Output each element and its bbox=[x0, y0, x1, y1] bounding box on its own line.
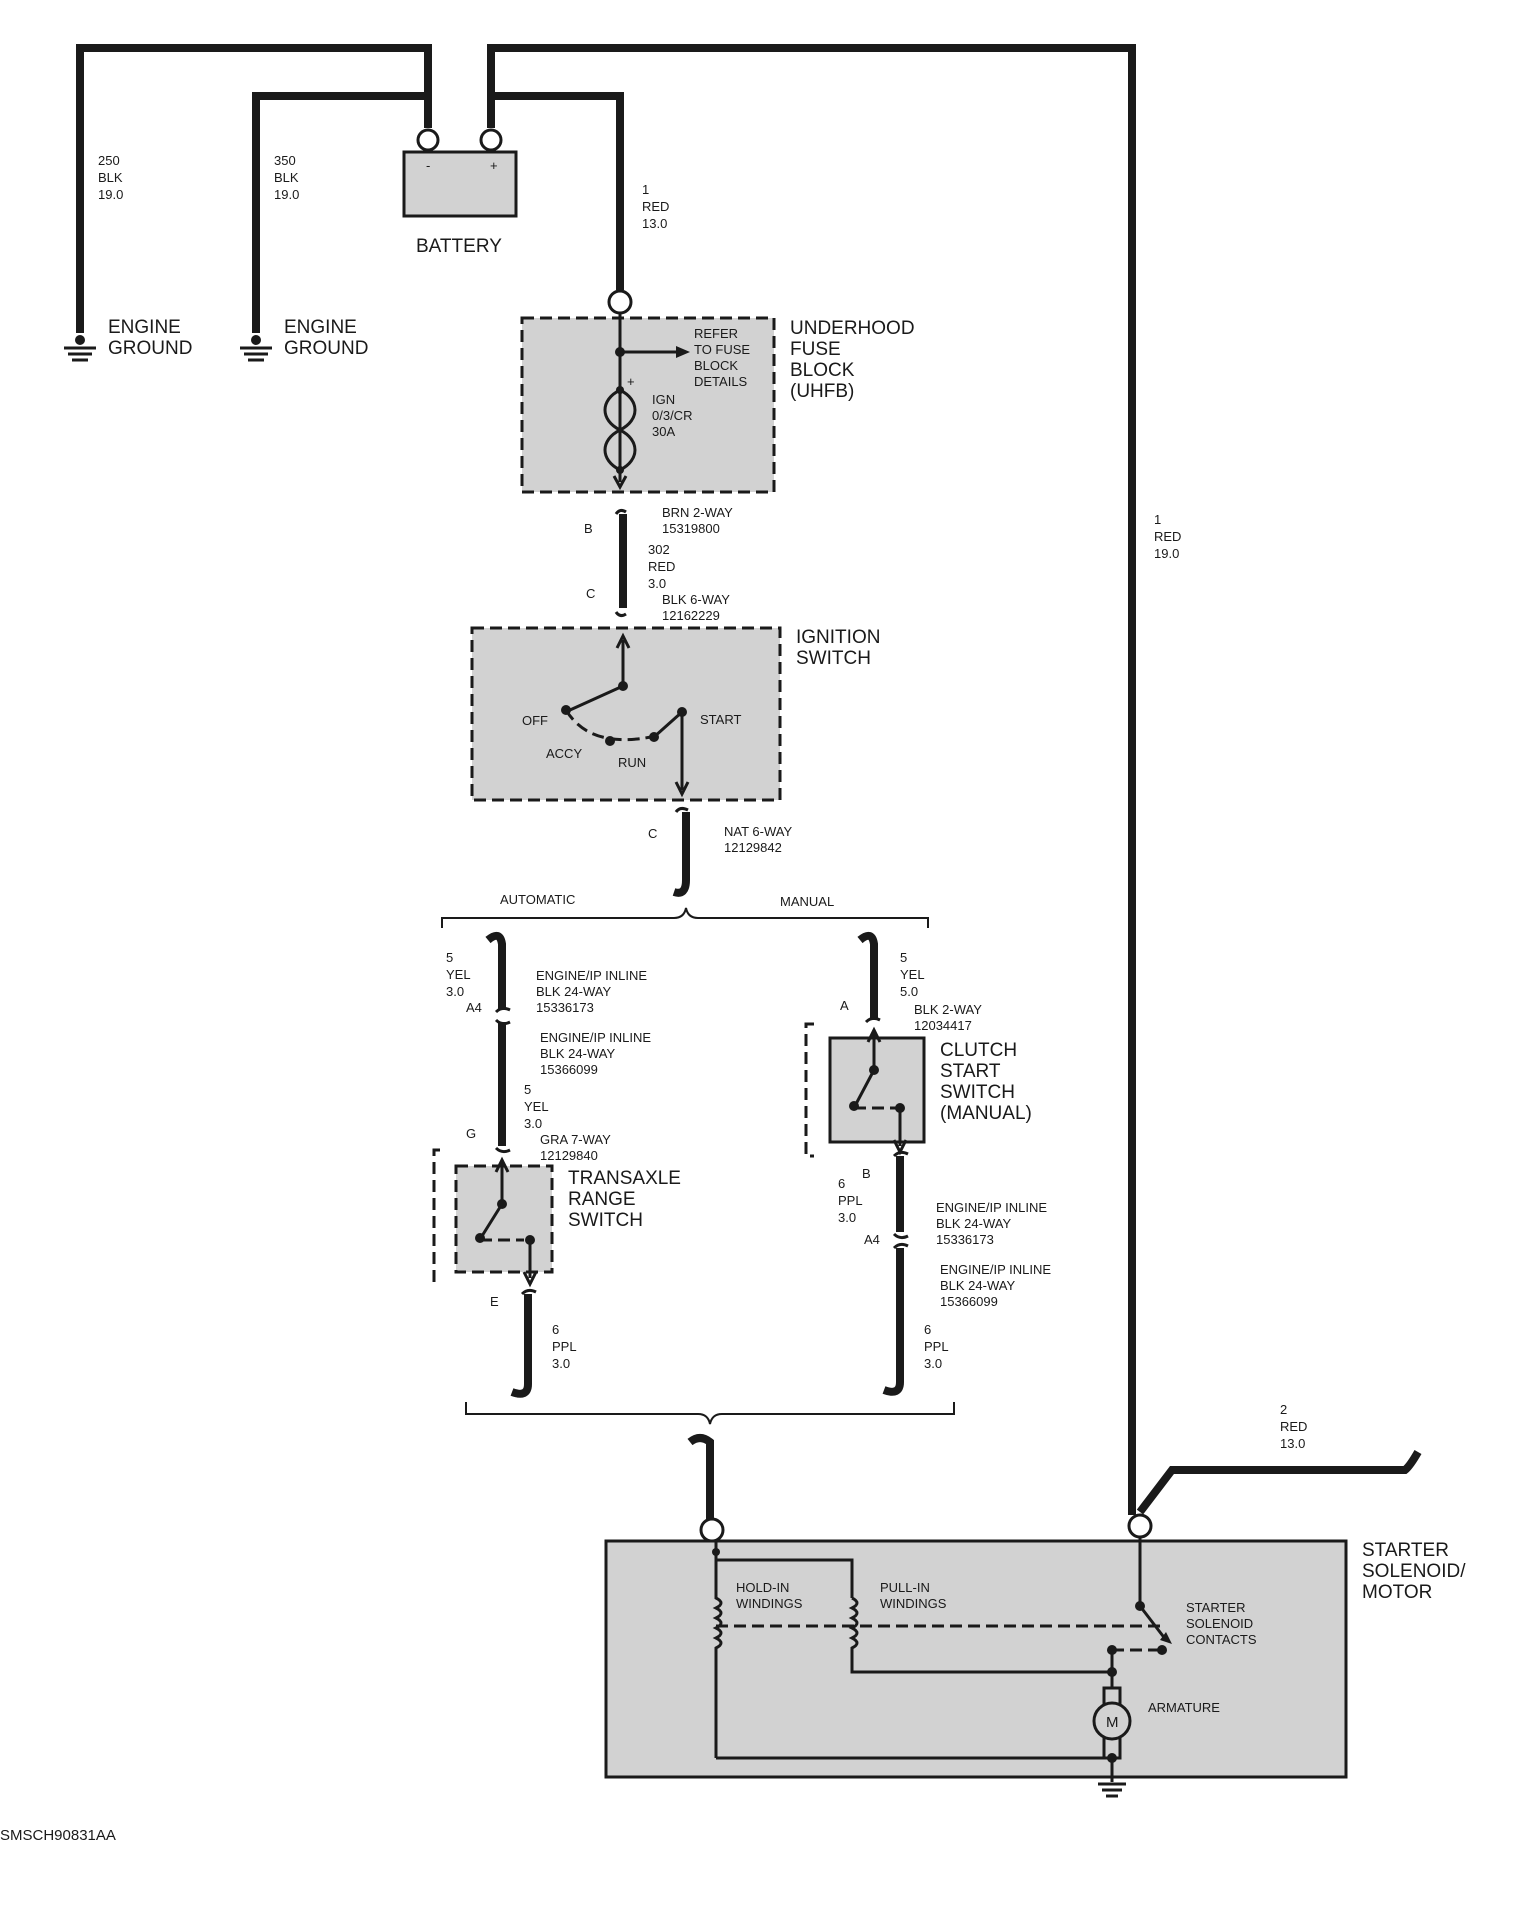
auto-wire-bottom bbox=[510, 1294, 532, 1398]
ignition-switch-title: IGNITION SWITCH bbox=[796, 627, 886, 669]
auto-inline-1-pin: A4 bbox=[466, 1000, 482, 1015]
pull-in-windings-label: PULL-IN WINDINGS bbox=[880, 1580, 947, 1611]
engine-ground-mid-icon bbox=[240, 335, 272, 362]
ign-pos-off: OFF bbox=[522, 713, 548, 728]
manual-conn-a-pin: A bbox=[840, 998, 849, 1013]
engine-ground-left-icon bbox=[64, 335, 96, 362]
wire-250-ground bbox=[76, 44, 432, 333]
branch-automatic-label: AUTOMATIC bbox=[500, 892, 575, 907]
connector-c-bottom-desc: NAT 6-WAY 12129842 bbox=[724, 824, 796, 855]
engine-ground-left-label: ENGINE GROUND bbox=[108, 317, 192, 359]
clutch-start-switch bbox=[828, 1036, 926, 1144]
starter-ground-icon bbox=[1098, 1782, 1126, 1798]
manual-wire-mid-label: 6 PPL 3.0 bbox=[838, 1176, 866, 1225]
auto-conn-g: GRA 7-WAY 12129840 bbox=[540, 1132, 614, 1163]
wire-1-red-19 bbox=[487, 44, 1136, 1515]
hold-in-coil-icon bbox=[712, 1560, 723, 1758]
auto-conn-g-pin: G bbox=[466, 1126, 476, 1141]
wire-to-starter-s bbox=[687, 1434, 714, 1520]
connector-b-pin: B bbox=[584, 521, 593, 536]
battery-positive-terminal bbox=[479, 128, 503, 152]
fuse-ign-label: IGN 0/3/CR 30A bbox=[652, 392, 696, 439]
auto-wire-top-label: 5 YEL 3.0 bbox=[446, 950, 474, 999]
auto-wire-top bbox=[485, 931, 506, 1010]
ign-pos-run: RUN bbox=[618, 755, 646, 770]
pull-in-coil-icon bbox=[848, 1596, 1112, 1674]
figure-id: SMSCH90831AA bbox=[0, 1827, 116, 1844]
auto-inline-2: ENGINE/IP INLINE BLK 24-WAY 15366099 bbox=[540, 1030, 655, 1077]
wire-1-red-13 bbox=[487, 92, 624, 290]
manual-inline-1: ENGINE/IP INLINE BLK 24-WAY 15336173 bbox=[936, 1200, 1051, 1247]
connector-c-top-icon bbox=[614, 611, 627, 618]
ign-pos-accy: ACCY bbox=[546, 746, 582, 761]
starter-solenoid-motor bbox=[604, 1539, 1348, 1779]
transaxle-range-switch-title: TRANSAXLE RANGE SWITCH bbox=[568, 1168, 686, 1231]
manual-wire-top bbox=[857, 931, 878, 1020]
connector-c-bottom-pin: C bbox=[648, 826, 657, 841]
starter-s-terminal bbox=[699, 1517, 725, 1543]
branch-brace-top bbox=[441, 907, 929, 928]
fuse-block-terminal bbox=[607, 289, 633, 315]
svg-text:+: + bbox=[490, 158, 498, 173]
connector-c-top-pin: C bbox=[586, 586, 595, 601]
battery: - + bbox=[402, 128, 518, 218]
wire-350-ground bbox=[252, 92, 428, 333]
ign-pos-start: START bbox=[700, 712, 741, 727]
manual-inline-2: ENGINE/IP INLINE BLK 24-WAY 15366099 bbox=[940, 1262, 1055, 1309]
wire-302-label: 302 RED 3.0 bbox=[648, 542, 679, 591]
manual-wire-top-label: 5 YEL 5.0 bbox=[900, 950, 928, 999]
underhood-fuse-block bbox=[520, 316, 776, 494]
manual-wire-bottom bbox=[882, 1248, 904, 1396]
svg-text:-: - bbox=[426, 158, 430, 173]
starter-solenoid-motor-title: STARTER SOLENOID/ MOTOR bbox=[1362, 1540, 1471, 1603]
wire-1-red-13-label: 1 RED 13.0 bbox=[642, 182, 673, 231]
battery-negative-terminal bbox=[416, 128, 440, 152]
transaxle-range-switch bbox=[454, 1164, 554, 1274]
underhood-fuse-block-title: UNDERHOOD FUSE BLOCK (UHFB) bbox=[790, 318, 920, 402]
engine-ground-mid-label: ENGINE GROUND bbox=[284, 317, 368, 359]
branch-manual-label: MANUAL bbox=[780, 894, 834, 909]
ignition-switch-arm bbox=[569, 684, 624, 712]
armature-label: ARMATURE bbox=[1148, 1700, 1220, 1715]
branch-brace-bottom bbox=[465, 1402, 955, 1425]
wire-2-red-13 bbox=[1136, 1450, 1422, 1515]
starter-solenoid-contacts-label: STARTER SOLENOID CONTACTS bbox=[1186, 1600, 1257, 1647]
manual-wire-bottom-label: 6 PPL 3.0 bbox=[924, 1322, 952, 1371]
fuse-icon bbox=[603, 386, 637, 474]
connector-c-top-desc: BLK 6-WAY 12162229 bbox=[662, 592, 733, 623]
wire-2-red-13-label: 2 RED 13.0 bbox=[1280, 1402, 1311, 1451]
manual-conn-b-pin: B bbox=[862, 1166, 871, 1181]
starter-b-terminal bbox=[1127, 1513, 1153, 1539]
wire-ignition-out bbox=[672, 812, 690, 897]
battery-label: BATTERY bbox=[416, 236, 502, 257]
auto-wire-mid-label: 5 YEL 3.0 bbox=[524, 1082, 552, 1131]
wire-350-label: 350 BLK 19.0 bbox=[274, 153, 302, 202]
refer-fuse-details: REFER TO FUSE BLOCK DETAILS bbox=[694, 326, 754, 389]
auto-wire-bottom-label: 6 PPL 3.0 bbox=[552, 1322, 580, 1371]
connector-b-icon bbox=[614, 508, 627, 515]
ignition-switch bbox=[470, 626, 782, 802]
wire-1-red-19-label: 1 RED 19.0 bbox=[1154, 512, 1185, 561]
armature-motor-icon: M bbox=[1092, 1686, 1132, 1760]
manual-conn-a: BLK 2-WAY 12034417 bbox=[914, 1002, 985, 1033]
clutch-start-switch-title: CLUTCH START SWITCH (MANUAL) bbox=[940, 1040, 1032, 1124]
manual-inline-1-pin: A4 bbox=[864, 1232, 880, 1247]
auto-conn-e-pin: E bbox=[490, 1294, 499, 1309]
hold-in-windings-label: HOLD-IN WINDINGS bbox=[736, 1580, 803, 1611]
svg-text:+: + bbox=[627, 374, 635, 389]
wire-250-label: 250 BLK 19.0 bbox=[98, 153, 126, 202]
svg-text:M: M bbox=[1106, 1714, 1119, 1731]
auto-inline-1: ENGINE/IP INLINE BLK 24-WAY 15336173 bbox=[536, 968, 651, 1015]
connector-b-desc: BRN 2-WAY 15319800 bbox=[662, 505, 736, 536]
refer-arrow-icon bbox=[676, 346, 690, 358]
